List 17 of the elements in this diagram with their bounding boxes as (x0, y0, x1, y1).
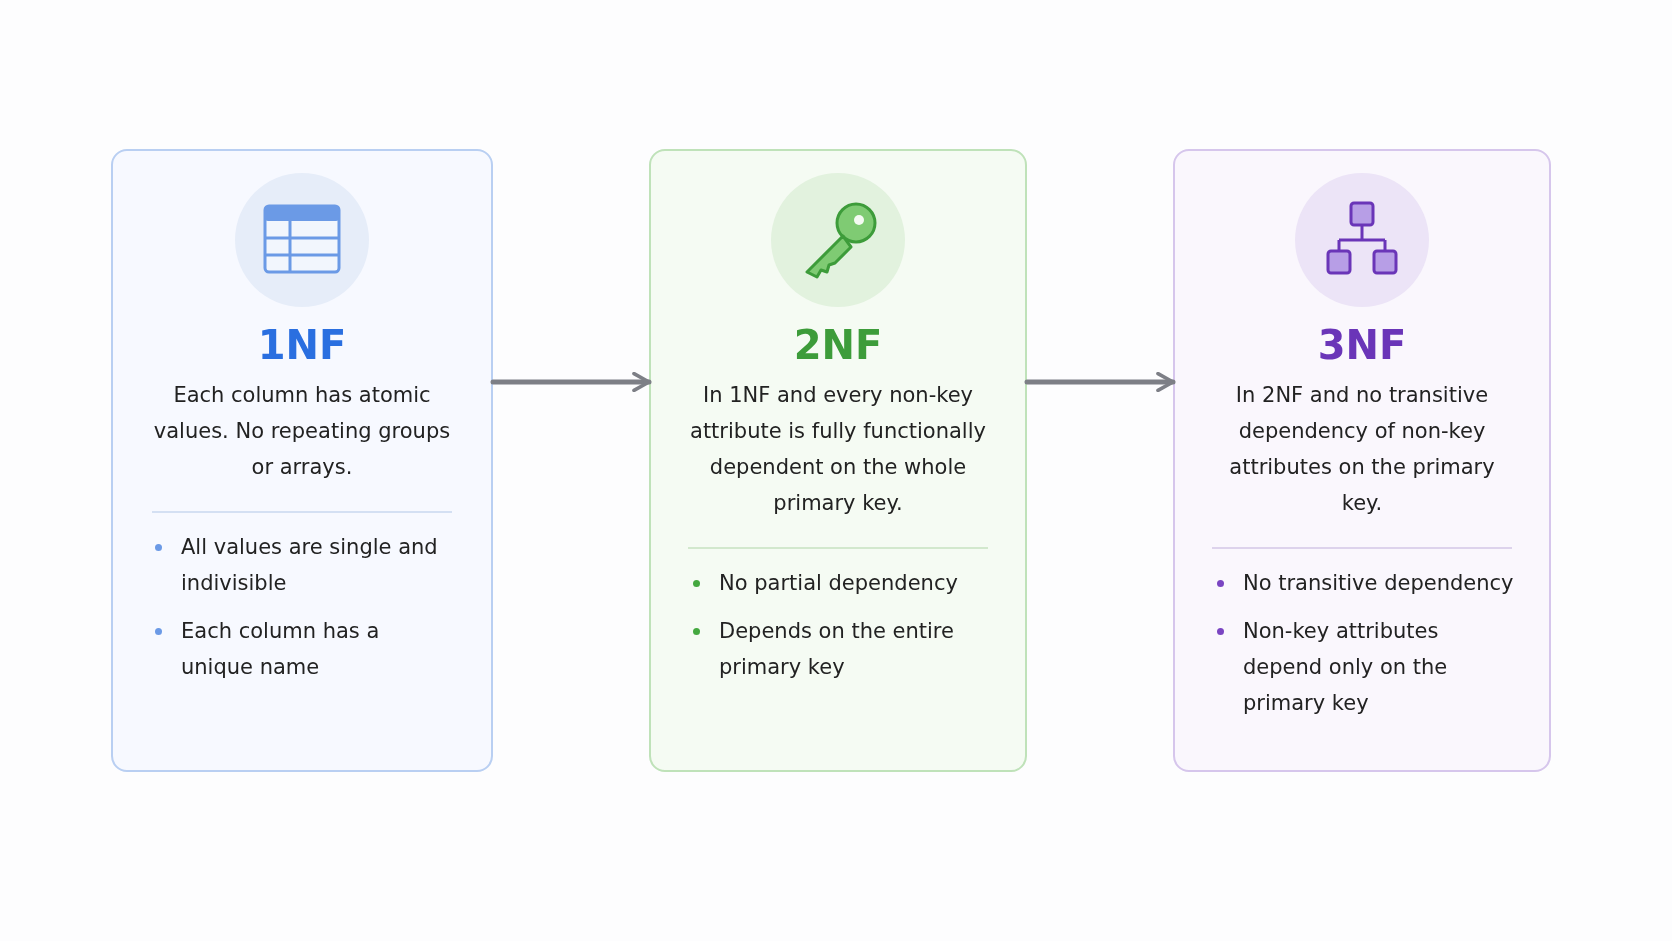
arrow (1024, 371, 1176, 393)
card-heading: 2NF (793, 321, 883, 369)
bullet-item: All values are single and indivisible (155, 529, 457, 601)
description: Each column has atomic values. No repeating groups or arrays. (152, 382, 452, 481)
card (111, 149, 493, 772)
bullet-item: Non-key attributes depend only on the primary key (1217, 613, 1515, 721)
card (1173, 149, 1551, 772)
bullet-item: No transitive dependency (1217, 565, 1515, 601)
card-heading: 1NF (257, 321, 347, 369)
card (649, 149, 1027, 772)
description: In 1NF and every non-key attribute is fully functionally dependent on the whole primary key. (689, 382, 987, 517)
card-heading: 3NF (1317, 321, 1407, 369)
bullet-item: Each column has a unique name (155, 613, 457, 685)
bullet-item: No partial dependency (693, 565, 991, 601)
bullet-item: Depends on the entire primary key (693, 613, 991, 685)
description: In 2NF and no transitive dependency of non-key attributes on the primary key. (1228, 382, 1496, 517)
arrow (490, 371, 652, 393)
